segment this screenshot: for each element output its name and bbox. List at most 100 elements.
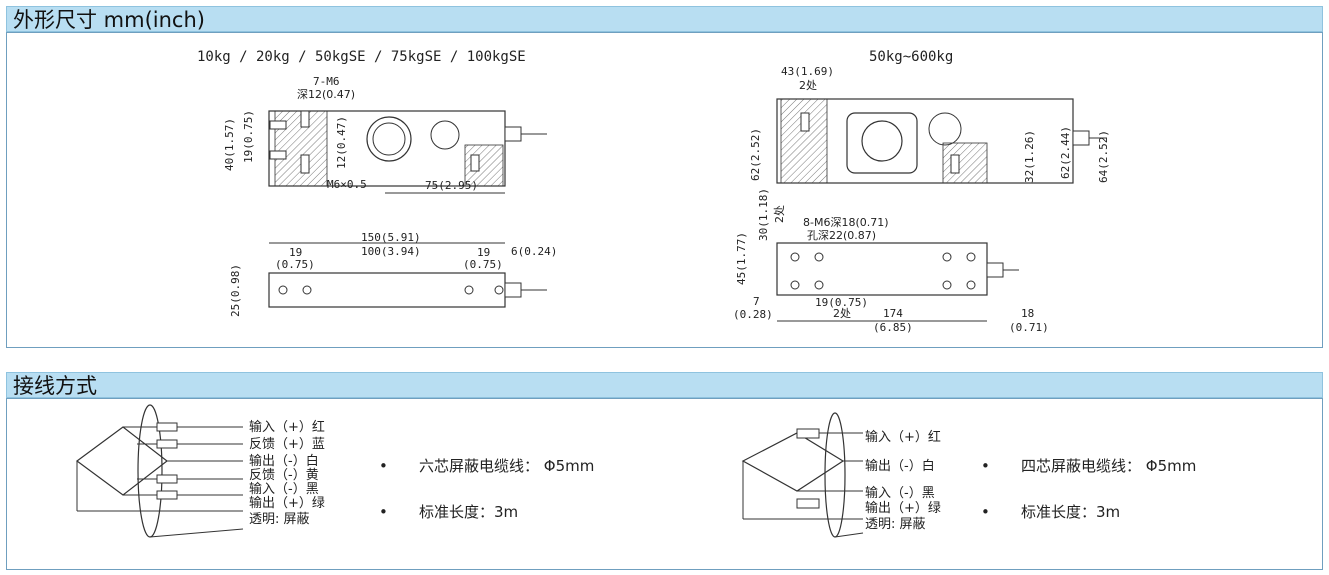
six-wire-label: 反馈（-）黄 <box>249 468 319 483</box>
left-top-hole-2 <box>302 285 312 295</box>
right-d7-in: (0.28) <box>733 308 773 321</box>
left-d19b-in: (0.75) <box>463 258 503 271</box>
left-d100: 100(3.94) <box>361 245 421 258</box>
right-holes2: 孔深22(0.87) <box>807 229 876 242</box>
right-two-b: 2处 <box>773 205 786 223</box>
bullet-symbol: • <box>981 503 990 521</box>
left-hole-2 <box>430 120 460 150</box>
four-bridge-diamond <box>741 432 845 492</box>
left-bolt-5 <box>470 154 480 172</box>
right-center-frame <box>846 112 918 174</box>
left-h19: 19(0.75) <box>242 110 255 163</box>
six-core-bridge <box>75 404 244 538</box>
left-d75: 75(2.95) <box>425 179 478 192</box>
left-connector <box>504 126 522 142</box>
right-top-hole-7 <box>942 280 952 290</box>
left-d19a-in: (0.75) <box>275 258 315 271</box>
four-shield-ellipse <box>824 412 846 538</box>
six-res-1 <box>156 422 178 432</box>
left-bolt-1 <box>269 120 287 130</box>
left-d19b: 19 <box>477 246 490 259</box>
left-bolt-4 <box>300 154 310 174</box>
right-drawing: 50kg~600kg 43(1.69) 2处 62(2.52) 62(2.44)… <box>733 49 1110 334</box>
six-shield-wire <box>149 528 244 538</box>
right-top-body <box>776 242 988 296</box>
right-top-hole-5 <box>942 252 952 262</box>
section-title-wiring: 接线方式 <box>13 374 97 398</box>
six-res-4 <box>156 490 178 500</box>
four-wire-label: 输出（+）绿 <box>865 501 941 516</box>
left-bolt-2 <box>269 150 287 160</box>
right-h45: 45(1.77) <box>735 232 748 285</box>
right-holes: 8-M6深18(0.71) <box>803 216 889 229</box>
six-core-wire-labels: 输入（+）红 反馈（+）蓝 输出（-）白 反馈（-）黄 输入（-）黑 输出（+）… <box>249 419 325 528</box>
left-top-hole-3 <box>464 285 474 295</box>
six-wire-label: 输出（+）绿 <box>249 496 325 511</box>
six-res-3 <box>156 474 178 484</box>
right-top-hole-3 <box>790 280 800 290</box>
right-h30: 30(1.18) <box>757 188 770 241</box>
right-center-hole <box>861 120 903 162</box>
four-wire-label: 输入（-）黑 <box>865 486 935 501</box>
left-m6x: M6×0.5 <box>327 178 367 191</box>
four-core-bridge <box>741 412 864 538</box>
left-caption: 10kg / 20kg / 50kgSE / 75kgSE / 100kgSE <box>197 49 526 65</box>
right-two-a: 2处 <box>799 79 817 92</box>
right-top-hole-8 <box>966 280 976 290</box>
dimension-drawings: 10kg / 20kg / 50kgSE / 75kgSE / 100kgSE … <box>197 49 1110 334</box>
right-top-hole-6 <box>966 252 976 262</box>
right-two-c: 2处 <box>833 307 851 320</box>
right-d18: 18 <box>1021 307 1034 320</box>
four-core-cable-text: 四芯屏蔽电缆线： Φ5mm <box>1021 457 1197 475</box>
right-h64: 64(2.52) <box>1097 130 1110 183</box>
left-d150: 150(5.91) <box>361 231 421 244</box>
left-side-body <box>268 110 506 187</box>
section-header-dimensions: 外形尺寸 mm(inch) <box>6 6 1323 32</box>
right-h32: 32(1.26) <box>1023 130 1036 183</box>
six-core-bullet-cable: • 六芯屏蔽电缆线： Φ5mm <box>379 457 594 475</box>
left-top-body <box>268 272 506 308</box>
right-d43: 43(1.69) <box>781 65 834 78</box>
right-d19: 19(0.75) <box>815 296 868 309</box>
four-res-1 <box>796 428 820 439</box>
four-shield-wire <box>834 532 864 538</box>
right-d18-in: (0.71) <box>1009 321 1049 334</box>
section-header-wiring: 接线方式 <box>6 372 1323 398</box>
left-top-hole-4 <box>494 285 504 295</box>
right-h62a: 62(2.52) <box>749 128 762 181</box>
right-caption: 50kg~600kg <box>869 49 953 65</box>
six-res-2 <box>156 439 178 449</box>
four-core-length-text: 标准长度：3m <box>1021 503 1121 521</box>
left-d25: 25(0.98) <box>229 264 242 317</box>
right-top-hole-4 <box>814 280 824 290</box>
section-title-dimensions: 外形尺寸 mm(inch) <box>13 8 205 32</box>
six-core-cable-text: 六芯屏蔽电缆线： Φ5mm <box>419 457 595 475</box>
right-hatch-block-2 <box>942 142 988 184</box>
six-wire-label: 输出（-）白 <box>249 454 319 469</box>
dimensions-panel: 10kg / 20kg / 50kgSE / 75kgSE / 100kgSE … <box>6 32 1323 348</box>
left-h40: 40(1.57) <box>223 118 236 171</box>
six-wire-label: 输入（-）黑 <box>249 482 319 497</box>
six-wire-label: 反馈（+）蓝 <box>249 437 325 452</box>
four-wire-label: 透明: 屏蔽 <box>865 517 926 532</box>
left-d19a: 19 <box>289 246 302 259</box>
six-wire-label: 输入（+）红 <box>249 420 325 435</box>
right-bolt-2 <box>950 154 960 174</box>
left-d6: 6(0.24) <box>511 245 557 258</box>
bullet-symbol: • <box>379 457 388 475</box>
wiring-diagrams <box>75 404 864 538</box>
right-d7: 7 <box>753 295 760 308</box>
six-core-length-text: 标准长度：3m <box>419 503 519 521</box>
left-bolt-3 <box>300 110 310 128</box>
left-drawing: 10kg / 20kg / 50kgSE / 75kgSE / 100kgSE … <box>197 49 557 317</box>
right-hole-2 <box>928 112 962 146</box>
right-d174-in: (6.85) <box>873 321 913 334</box>
left-h12: 12(0.47) <box>335 116 348 169</box>
right-h62b: 62(2.44) <box>1059 126 1072 179</box>
four-res-2 <box>796 498 820 509</box>
four-wire-label: 输出（-）白 <box>865 459 935 474</box>
right-top-hole-2 <box>814 252 824 262</box>
six-wire-label: 透明: 屏蔽 <box>249 512 310 527</box>
wiring-panel: 输入（+）红 反馈（+）蓝 输出（-）白 反馈（-）黄 输入（-）黑 输出（+）… <box>6 398 1323 570</box>
four-wire-label: 输入（+）红 <box>865 430 941 445</box>
